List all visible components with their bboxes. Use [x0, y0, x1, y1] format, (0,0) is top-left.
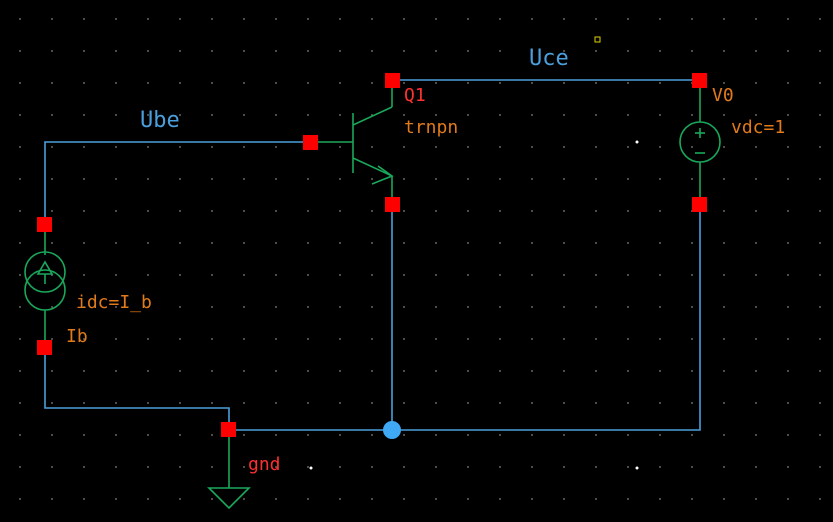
transistor-model-label: trnpn	[404, 117, 458, 138]
ground-label: gnd	[248, 454, 281, 475]
isource-circle-upper-icon	[24, 251, 66, 293]
npn-transistor-symbol[interactable]	[311, 82, 394, 205]
cursor-dot-icon	[635, 140, 639, 144]
wire-gnd-to-vsource[interactable]	[229, 205, 701, 431]
pin-vsource-plus[interactable]	[692, 73, 707, 88]
pin-isource-bottom[interactable]	[37, 340, 52, 355]
net-label-ube[interactable]: Ube	[140, 108, 180, 133]
transistor-instance-label: Q1	[404, 85, 426, 106]
isource-param-label: idc=I_b	[76, 292, 152, 313]
pin-base[interactable]	[303, 135, 318, 150]
vsource-param-label: vdc=1	[731, 117, 785, 138]
pins	[37, 73, 707, 437]
wire-base-to-isource[interactable]	[44, 141, 311, 225]
cursor-dot-icon	[309, 466, 313, 470]
isource-instance-label: Ib	[66, 326, 88, 347]
pin-gnd[interactable]	[221, 422, 236, 437]
collector-leg	[352, 106, 393, 126]
emitter-arrow-icon	[371, 165, 394, 185]
selection-marker-icon	[594, 36, 601, 43]
vsource-instance-label: V0	[712, 85, 734, 106]
emitter-leg	[352, 157, 393, 177]
isource-arrow-icon	[36, 260, 54, 275]
pin-collector[interactable]	[385, 73, 400, 88]
ground-symbol[interactable]	[207, 430, 251, 510]
junction-dot[interactable]	[383, 421, 401, 439]
pin-emitter[interactable]	[385, 197, 400, 212]
current-source-symbol[interactable]	[24, 225, 66, 347]
cursor-dot-icon	[635, 466, 639, 470]
wire-isource-to-gnd[interactable]	[44, 347, 230, 430]
net-label-uce[interactable]: Uce	[529, 46, 569, 71]
pin-isource-top[interactable]	[37, 217, 52, 232]
pin-vsource-minus[interactable]	[692, 197, 707, 212]
gnd-triangle-icon	[207, 487, 251, 510]
